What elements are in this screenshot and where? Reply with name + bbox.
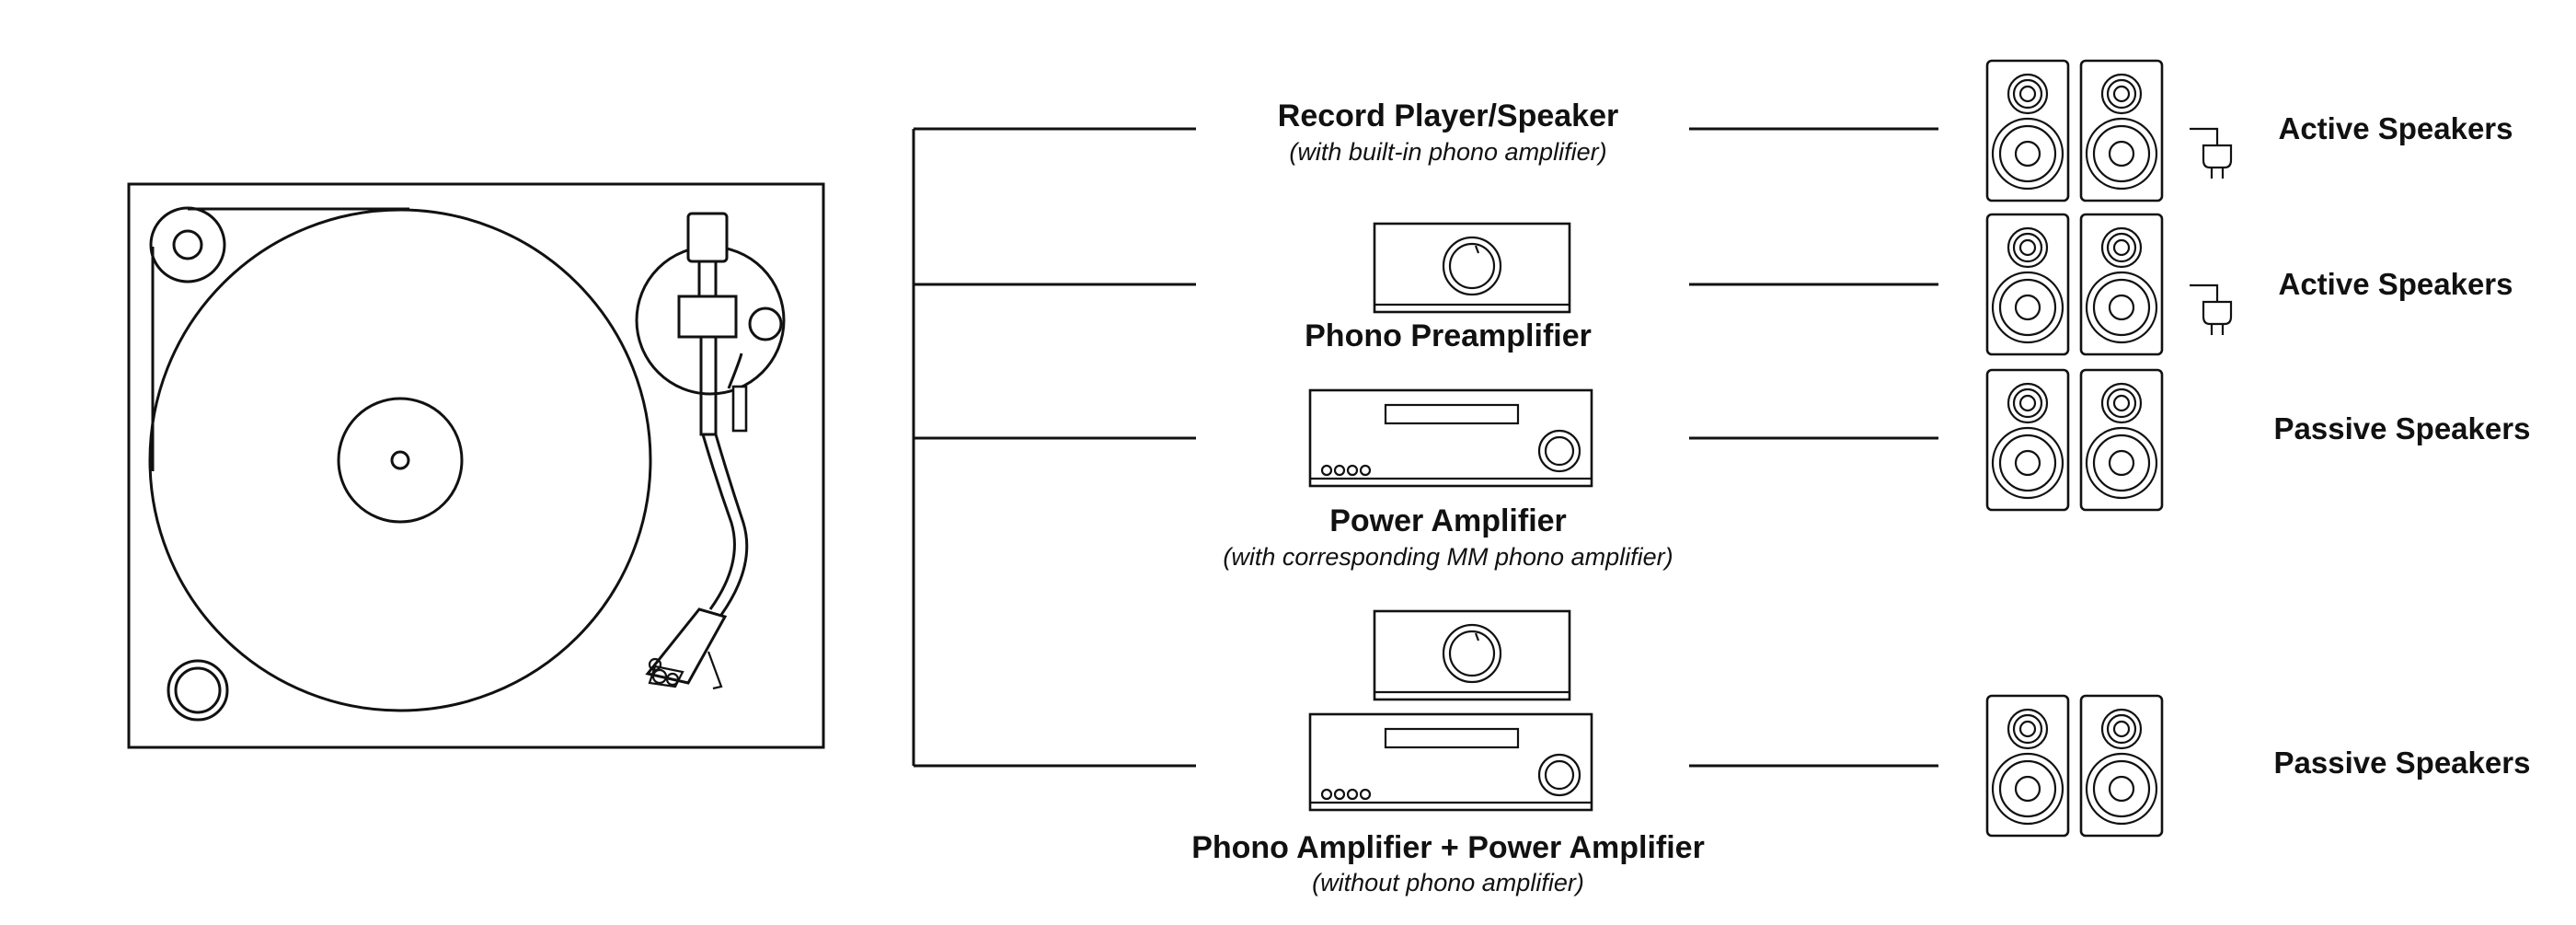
option-record-player-speaker: Record Player/Speaker (with built-in pho… <box>1278 98 1618 166</box>
speaker-label: Active Speakers <box>2279 111 2513 145</box>
left-branch-connector <box>912 127 1196 768</box>
speaker-pair-icon <box>1985 694 2164 838</box>
device-label: Phono Amplifier + Power Amplifier <box>1191 830 1705 865</box>
option-phono-preamplifier: Phono Preamplifier <box>1305 318 1592 353</box>
power-plug-icon <box>2188 127 2233 180</box>
device-note: (with corresponding MM phono amplifier) <box>1223 543 1673 571</box>
speaker-label: Passive Speakers <box>2274 746 2531 780</box>
option-phono-amplifier-power-amplifier: Phono Amplifier + Power Amplifier (witho… <box>1191 830 1705 896</box>
turntable-icon <box>127 182 825 749</box>
speaker-pair-icon <box>1985 368 2164 512</box>
speaker-pair-icon <box>1985 59 2164 202</box>
speaker-label: Active Speakers <box>2279 267 2513 301</box>
device-label: Record Player/Speaker <box>1278 98 1618 133</box>
phono-preamplifier-icon <box>1373 222 1571 314</box>
right-connectors <box>1689 127 1938 768</box>
device-label: Phono Preamplifier <box>1305 318 1592 353</box>
device-label: Power Amplifier <box>1329 503 1567 538</box>
device-note: (with built-in phono amplifier) <box>1289 138 1606 166</box>
phono-preamplifier-icon <box>1373 609 1571 701</box>
speaker-label: Passive Speakers <box>2274 411 2531 445</box>
option-power-amplifier: Power Amplifier (with corresponding MM p… <box>1223 503 1673 571</box>
power-amplifier-icon <box>1308 712 1593 812</box>
speaker-pair-icon <box>1985 213 2164 356</box>
device-note: (without phono amplifier) <box>1312 869 1584 896</box>
power-amplifier-icon <box>1308 388 1593 488</box>
power-plug-icon <box>2188 283 2233 337</box>
